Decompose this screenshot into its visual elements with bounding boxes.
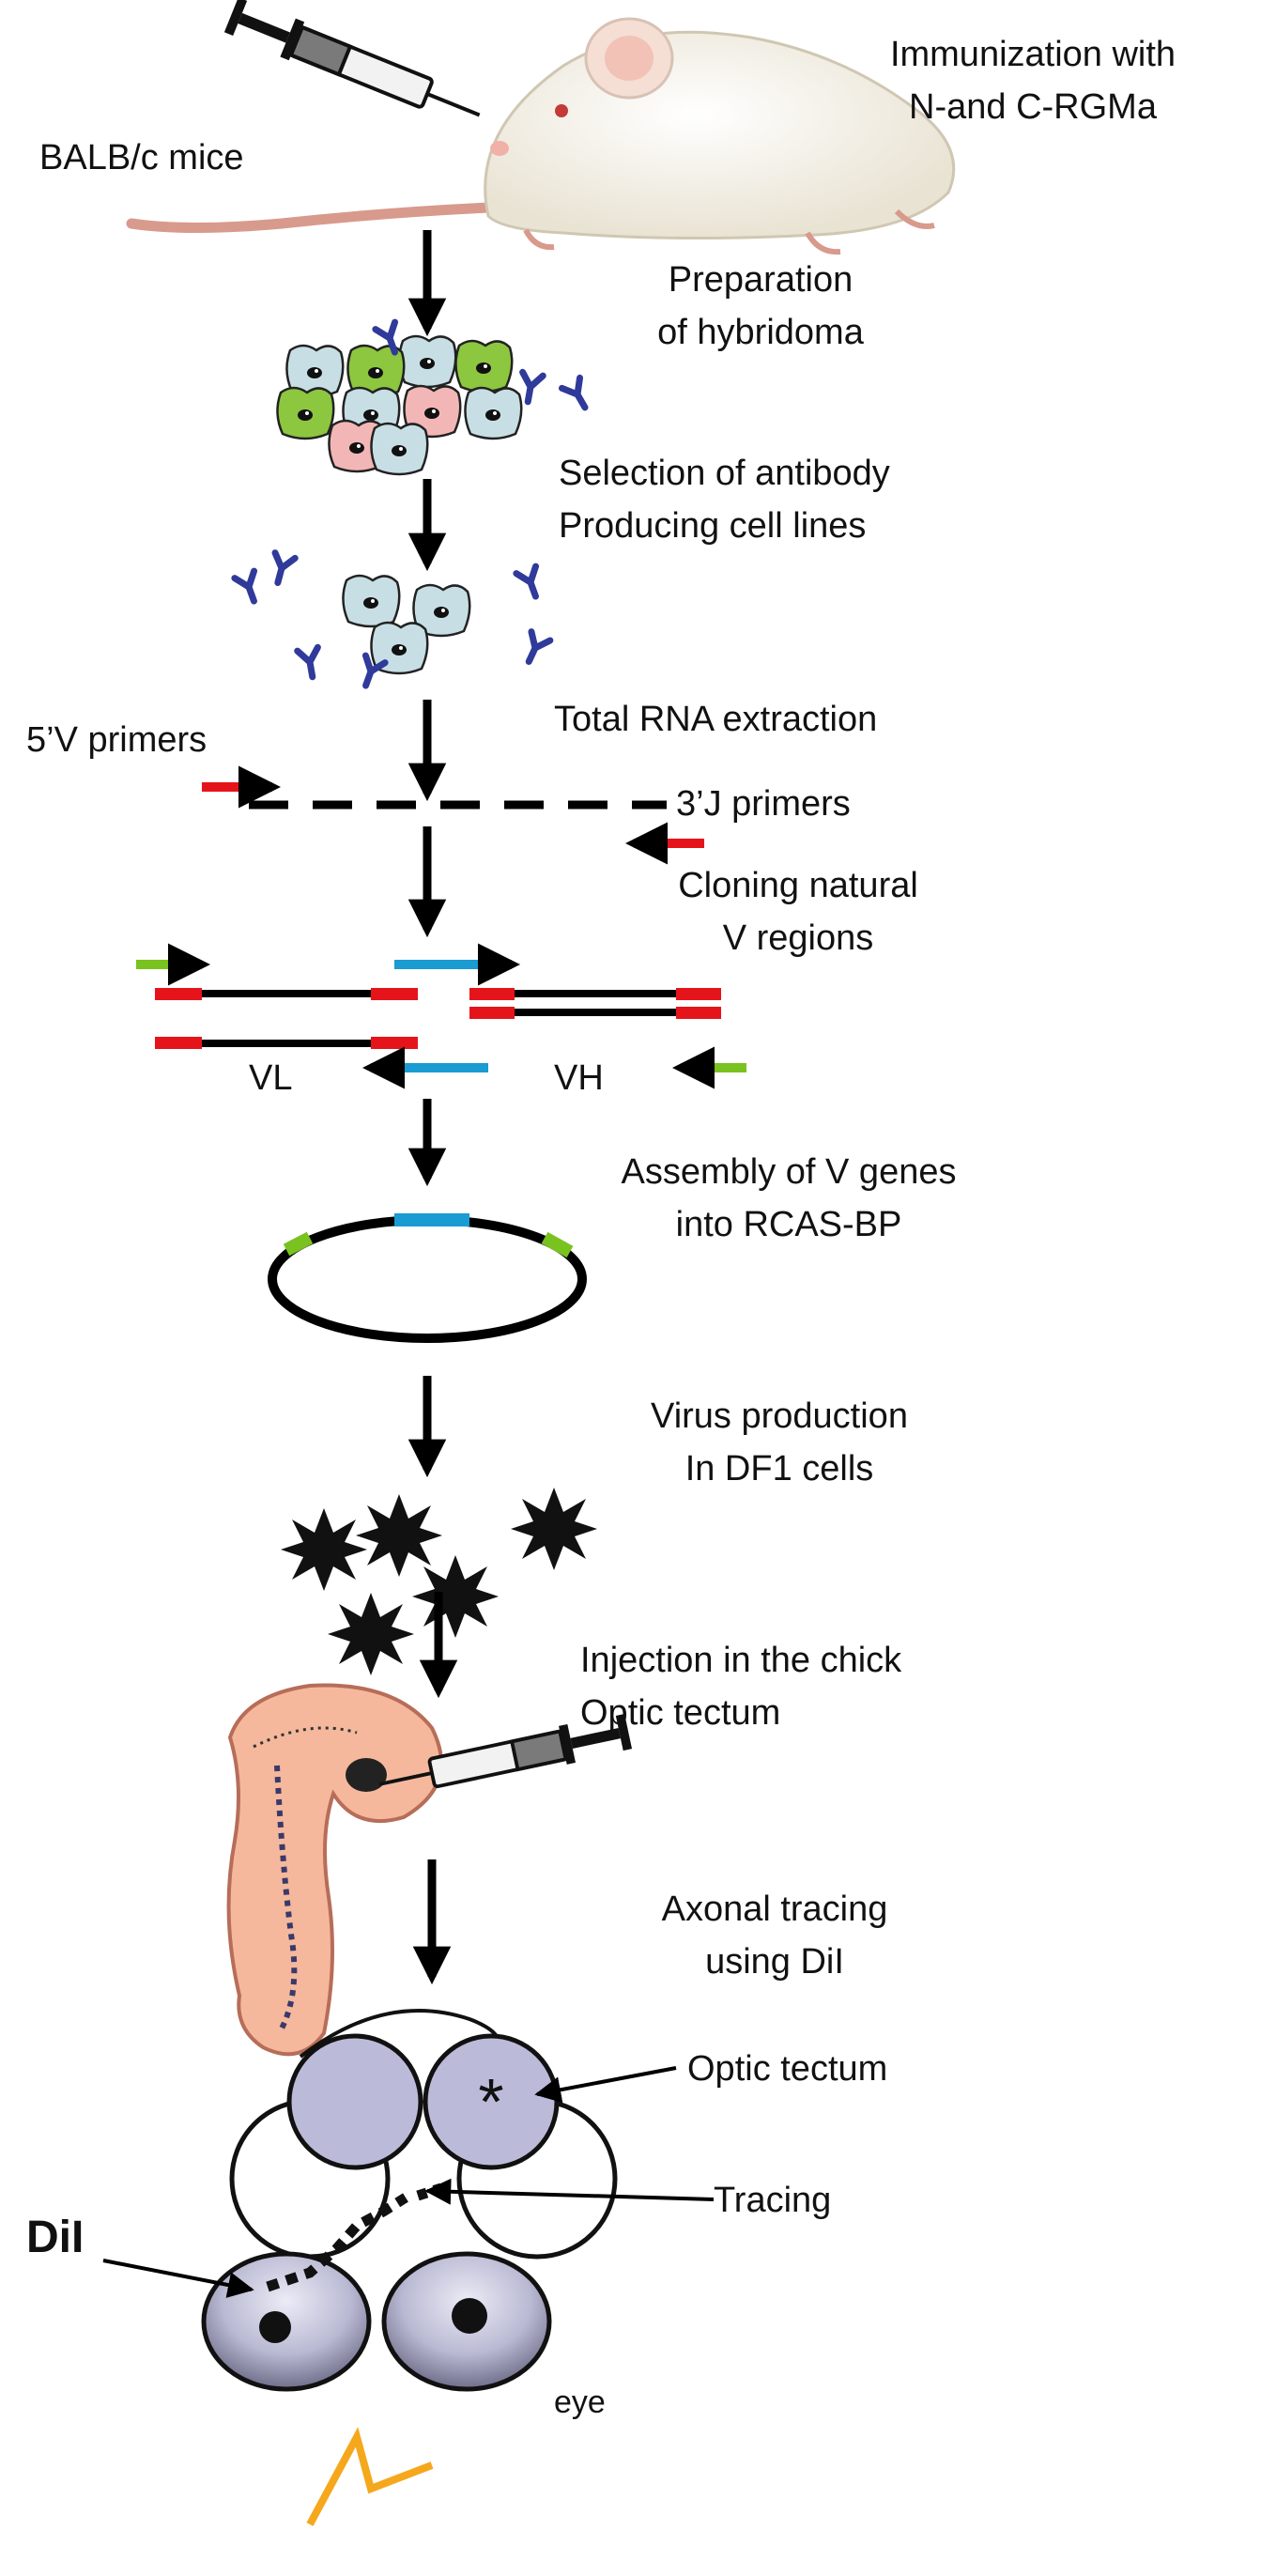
hybridoma-cells: [276, 322, 593, 476]
syringe-icon: [222, 0, 489, 136]
v-regions: [155, 988, 721, 1049]
five-v-primers-label: 5’V primers: [26, 720, 208, 760]
rcas-bp-plasmid: [268, 1213, 587, 1343]
selection-label: Selection of antibody Producing cell lin…: [559, 454, 890, 546]
immunization-label: Immunization with N-and C-RGMa: [889, 35, 1176, 127]
dil-label: DiI: [26, 2213, 85, 2262]
assembly-label: Assembly of V genes into RCAS-BP: [621, 1152, 957, 1244]
injection-label: Injection in the chick Optic tectum: [580, 1641, 902, 1733]
brain-schematic: [201, 2009, 618, 2392]
mouse-illustration: [126, 17, 956, 255]
optic-tectum-pointer: [534, 2066, 677, 2104]
vh-label: VH: [554, 1058, 604, 1098]
virus-label: Virus production In DF1 cells: [651, 1396, 908, 1489]
lightning-icon: [306, 2427, 434, 2526]
selected-cell-lines: [235, 553, 550, 689]
chick-embryo: [226, 1683, 443, 2057]
optic-tectum-label: Optic tectum: [687, 2049, 888, 2089]
left-tectum: [286, 2033, 423, 2170]
tracing-label: Tracing: [714, 2181, 832, 2220]
rna-extraction-label: Total RNA extraction: [554, 700, 878, 739]
vl-label: VL: [249, 1058, 293, 1098]
dil-pointer: [102, 2259, 254, 2298]
three-j-primers-label: 3’J primers: [676, 784, 851, 824]
tracing-step-label: Axonal tracing using DiI: [661, 1890, 888, 1982]
hybridoma-label: Preparation of hybridoma: [657, 260, 864, 352]
injection-site-asterisk: *: [478, 2065, 503, 2138]
mice-label: BALB/c mice: [39, 138, 244, 177]
eye-label: eye: [554, 2384, 606, 2420]
tracing-pointer: [424, 2178, 715, 2205]
cloning-label: Cloning natural V regions: [678, 866, 918, 958]
